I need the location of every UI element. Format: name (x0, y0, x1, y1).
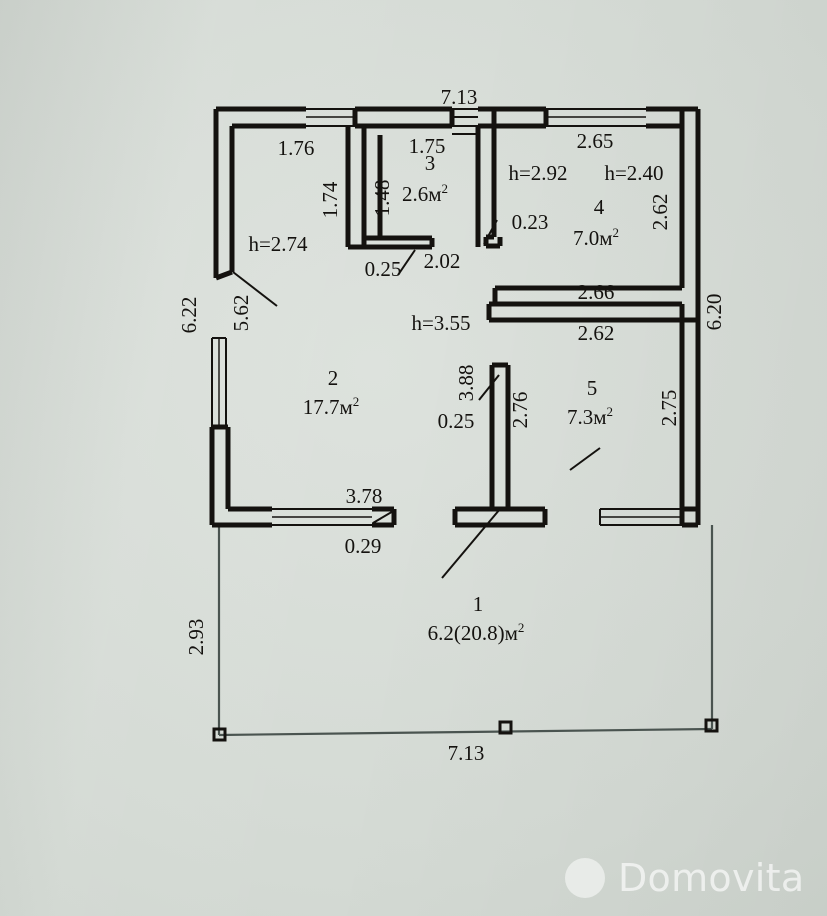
dim-room2-bottom: 3.78 (346, 484, 383, 508)
room-3-number: 3 (425, 151, 436, 175)
dim-door-023: 0.23 (512, 210, 549, 234)
dim-wall-025-b: 0.25 (438, 409, 475, 433)
room-4-area: 7.0м2 (573, 225, 619, 250)
dim-room5-top: 2.62 (578, 321, 615, 345)
room-3-area: 2.6м2 (402, 181, 448, 206)
balcony-outline (217, 525, 714, 737)
dim-partition-388: 3.88 (454, 365, 478, 402)
dim-bottom-overall: 7.13 (448, 741, 485, 765)
dim-wall-029: 0.29 (345, 534, 382, 558)
height-room4-left: h=2.92 (508, 161, 567, 185)
dim-room4-top: 2.65 (577, 129, 614, 153)
dim-room5-right: 2.75 (657, 390, 681, 427)
dim-room3-top: 1.75 (409, 134, 446, 158)
wall-structure (209, 106, 701, 528)
room-2-number: 2 (328, 366, 339, 390)
dim-room4-bottom: 2.66 (578, 280, 615, 304)
height-room4-right: h=2.40 (604, 161, 663, 185)
dim-top-overall: 7.13 (441, 85, 478, 109)
room-5-number: 5 (587, 376, 598, 400)
dim-balcony-depth: 2.93 (184, 619, 208, 656)
room-4-number: 4 (594, 195, 605, 219)
balcony-corner-markers (212, 718, 719, 742)
dim-room4-right: 2.62 (648, 194, 672, 231)
height-hall: h=3.55 (411, 311, 470, 335)
room-1-number: 1 (473, 592, 484, 616)
dim-room3-left: 1.48 (370, 180, 394, 217)
dim-room2-top: 1.76 (278, 136, 315, 160)
room-labels: 3 2.6м2 4 7.0м2 2 17.7м2 5 7.3м2 1 6.2(2… (303, 151, 619, 645)
dimension-labels: 7.13 1.76 1.75 2.65 1.74 1.48 h=2.74 h=2… (177, 85, 726, 765)
dim-room2-right: 1.74 (318, 181, 342, 218)
dim-right-outer: 6.20 (702, 294, 726, 331)
room-2-area: 17.7м2 (303, 394, 360, 419)
dim-room5-left: 2.76 (508, 392, 532, 429)
room-1-area: 6.2(20.8)м2 (428, 620, 525, 645)
dim-left-outer: 6.22 (177, 297, 201, 334)
dim-wall-025-a: 0.25 (365, 257, 402, 281)
room-5-area: 7.3м2 (567, 404, 613, 429)
dim-room2-left-diag: 5.62 (229, 295, 253, 332)
dim-room3-bottom: 2.02 (424, 249, 461, 273)
leader-lines (232, 219, 601, 579)
height-room2: h=2.74 (248, 232, 308, 256)
